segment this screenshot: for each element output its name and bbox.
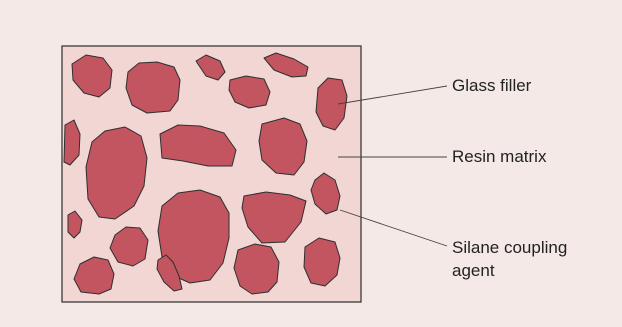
filler-particle bbox=[126, 62, 180, 113]
silane-coupling-agent-label: Silane coupling agent bbox=[452, 236, 567, 282]
filler-particle bbox=[234, 244, 279, 294]
glass-filler-label: Glass filler bbox=[452, 74, 531, 97]
silane-label-line-1: Silane coupling bbox=[452, 236, 567, 259]
silane-label-line-2: agent bbox=[452, 259, 567, 282]
resin-matrix-label: Resin matrix bbox=[452, 145, 546, 168]
